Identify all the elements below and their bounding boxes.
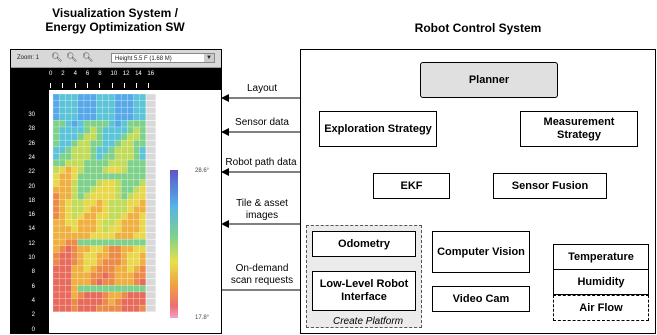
viz-title-line1: Visualization System / [52, 6, 178, 20]
ruler-tick [62, 83, 64, 88]
y-tick-label: 20 [28, 183, 35, 190]
viz-title-line2: Energy Optimization SW [45, 20, 185, 34]
ruler-tick-label: 0 [49, 71, 53, 77]
ruler-tick-label: 2 [61, 71, 65, 77]
ruler-tick-label: 4 [73, 71, 77, 77]
y-tick-label: 8 [31, 269, 35, 276]
y-tick-label: 2 [31, 312, 35, 319]
heatmap-cell [120, 304, 128, 313]
heatmap-grid [52, 93, 157, 313]
heatmap-canvas[interactable] [49, 90, 221, 333]
viz-title: Visualization System / Energy Optimizati… [20, 6, 210, 34]
zoom-in-icon[interactable]: 🔍︎ [51, 52, 63, 62]
zoom-label: Zoom: 1 [17, 55, 40, 61]
y-tick-label: 22 [28, 169, 35, 176]
ekf-box[interactable]: EKF [373, 173, 450, 199]
video-cam-box[interactable]: Video Cam [432, 286, 530, 312]
y-tick-label: 30 [28, 112, 35, 118]
planner-box[interactable]: Planner [420, 62, 558, 98]
height-select[interactable]: Height 5.5 F (1.68 M) ▼ [111, 53, 215, 63]
heatmap-cell [120, 133, 128, 141]
scale-min-label: 17.8° [195, 315, 210, 321]
ruler-tick [123, 83, 125, 88]
temperature-scale-bar [170, 170, 178, 318]
zoom-fit-icon[interactable]: 🔍︎ [82, 52, 94, 62]
computer-vision-box[interactable]: Computer Vision [432, 231, 530, 273]
y-tick-label: 6 [31, 283, 35, 290]
ruler-tick [86, 83, 88, 88]
create-platform-label: Create Platform [333, 316, 404, 327]
ruler-tick-label: 10 [110, 71, 118, 77]
heatmap-cell [120, 172, 128, 181]
heatmap-cell [65, 304, 72, 313]
ruler-tick-label: 16 [147, 71, 155, 77]
heatmap-cell [133, 133, 141, 141]
y-tick-label: 4 [31, 297, 35, 304]
humidity-box[interactable]: Humidity [553, 269, 649, 295]
heatmap-cell [65, 133, 72, 141]
label-scan-line1: On-demand [235, 263, 289, 274]
ruler-tick [111, 83, 113, 88]
viz-ruler: 0 2 4 6 8 10 12 14 16 [11, 68, 221, 90]
temperature-box[interactable]: Temperature [553, 244, 649, 270]
ruler-tick [136, 83, 138, 88]
label-tile-line2: images [245, 210, 279, 221]
heatmap-cell [133, 205, 141, 214]
y-tick-label: 24 [28, 154, 35, 161]
heatmap-cell [133, 304, 141, 313]
y-tick-label: 16 [28, 212, 35, 219]
heatmap-cell [120, 146, 128, 154]
heatmap-cell [65, 146, 72, 154]
heatmap-cell [120, 205, 128, 214]
y-tick-label: 12 [28, 240, 35, 247]
y-tick-label: 18 [28, 197, 35, 204]
label-scan-requests: On-demand scan requests [226, 263, 298, 287]
heatmap-cell [65, 172, 72, 181]
visualization-panel: Zoom: 1 🔍︎ 🔍︎ 🔍︎ Height 5.5 F (1.68 M) ▼… [10, 49, 222, 334]
chevron-down-icon[interactable]: ▼ [204, 54, 214, 62]
y-tick-label: 0 [31, 326, 35, 333]
label-layout: Layout [246, 83, 278, 94]
heatmap-cell [65, 205, 72, 214]
label-sensor-data: Sensor data [235, 117, 289, 128]
robot-control-panel: Create Platform Planner Exploration Stra… [300, 49, 656, 334]
ruler-tick [148, 83, 150, 88]
rcs-title: Robot Control System [414, 21, 542, 35]
exploration-strategy-box[interactable]: Exploration Strategy [319, 111, 437, 147]
ruler-tick [74, 83, 76, 88]
measurement-strategy-box[interactable]: Measurement Strategy [520, 111, 638, 147]
y-tick-label: 26 [28, 140, 35, 147]
sensor-fusion-box[interactable]: Sensor Fusion [493, 173, 607, 199]
ruler-tick-label: 6 [85, 71, 90, 77]
unexplored-cell [145, 304, 157, 313]
heatmap-cell [133, 146, 141, 154]
air-flow-box[interactable]: Air Flow [553, 295, 649, 321]
scale-max-label: 28.6° [195, 168, 210, 174]
label-robot-path: Robot path data [225, 157, 297, 168]
y-tick-label: 14 [28, 226, 35, 233]
y-tick-label: 28 [28, 126, 35, 133]
label-scan-line2: scan requests [230, 275, 294, 286]
label-tile-images: Tile & asset images [228, 198, 296, 222]
ruler-tick-label: 12 [122, 71, 130, 77]
ruler-tick [99, 83, 101, 88]
ruler-tick-label: 8 [98, 71, 102, 77]
zoom-out-icon[interactable]: 🔍︎ [66, 52, 78, 62]
ruler-tick-label: 14 [135, 71, 142, 77]
y-tick-label: 10 [28, 255, 35, 261]
viz-toolbar: Zoom: 1 🔍︎ 🔍︎ 🔍︎ Height 5.5 F (1.68 M) ▼ [11, 50, 221, 68]
low-level-interface-box[interactable]: Low-Level Robot Interface [312, 271, 416, 311]
odometry-box[interactable]: Odometry [312, 231, 416, 257]
height-select-value: Height 5.5 F (1.68 M) [115, 56, 172, 62]
heatmap-cell [133, 172, 141, 181]
ruler-tick [50, 83, 51, 88]
label-tile-line1: Tile & asset [236, 198, 288, 209]
